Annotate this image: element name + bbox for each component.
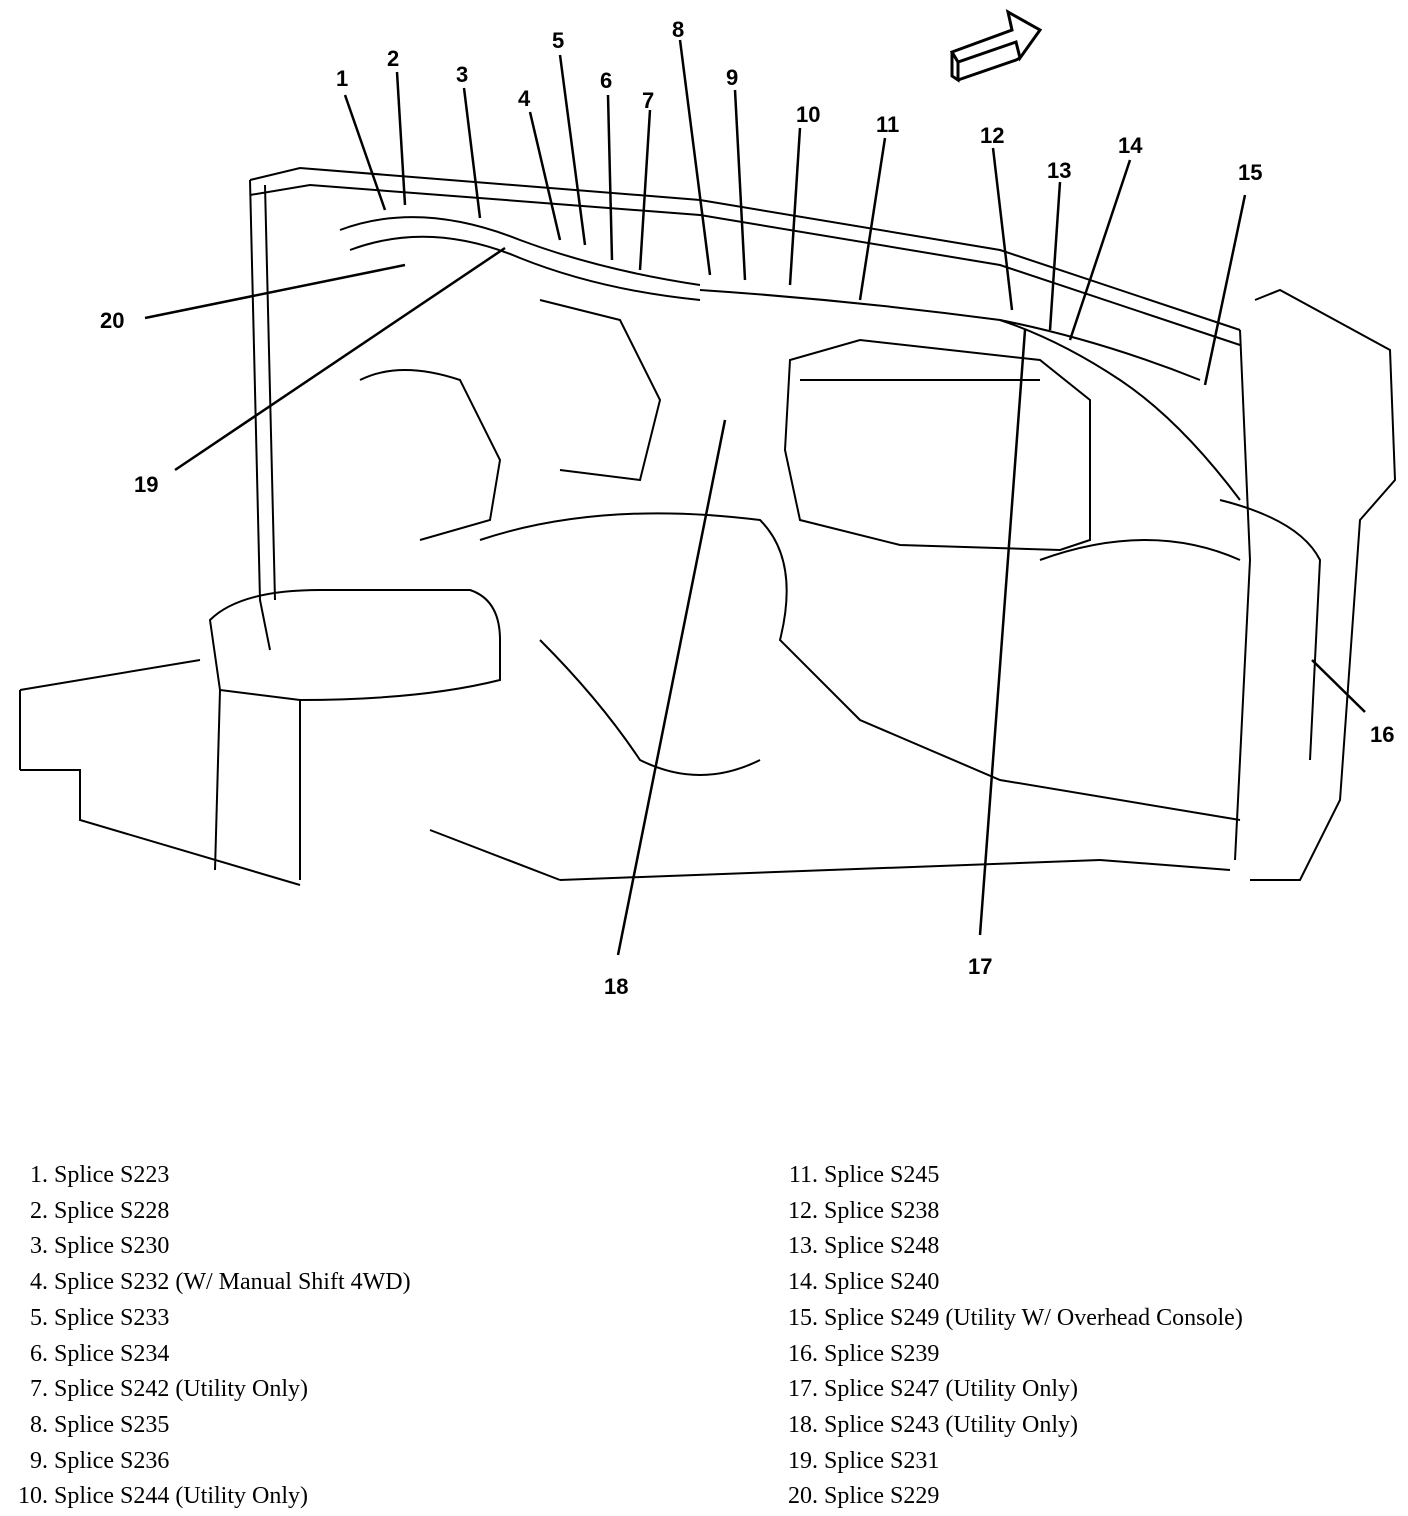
vehicle-drawing bbox=[19, 166, 1397, 886]
callout-9: 9 bbox=[726, 65, 738, 90]
legend-item: 17. Splice S247 (Utility Only) bbox=[788, 1376, 1078, 1403]
legend-item: 4. Splice S232 (W/ Manual Shift 4WD) bbox=[30, 1269, 411, 1296]
legend-right-column: 11. Splice S245 12. Splice S238 13. Spli… bbox=[770, 1158, 1400, 1515]
legend-item: 8. Splice S235 bbox=[30, 1411, 170, 1438]
callout-2: 2 bbox=[387, 46, 399, 71]
vehicle-interior-diagram: 1 2 3 4 5 6 7 8 9 10 11 12 13 14 15 16 1… bbox=[19, 9, 1397, 999]
legend-item: 19. Splice S231 bbox=[788, 1447, 940, 1474]
legend-item: 6. Splice S234 bbox=[30, 1340, 170, 1367]
callout-3: 3 bbox=[456, 62, 468, 87]
callout-17: 17 bbox=[968, 954, 992, 979]
callout-20: 20 bbox=[100, 308, 124, 333]
legend-item: 10. Splice S244 (Utility Only) bbox=[18, 1483, 308, 1510]
legend-item: 13. Splice S248 bbox=[788, 1233, 940, 1260]
callout-5: 5 bbox=[552, 28, 564, 53]
callout-4: 4 bbox=[518, 86, 531, 111]
legend-item: 12. Splice S238 bbox=[788, 1197, 940, 1224]
callout-7: 7 bbox=[642, 88, 654, 113]
callout-19: 19 bbox=[134, 472, 158, 497]
callout-16: 16 bbox=[1370, 722, 1394, 747]
legend-item: 2. Splice S228 bbox=[30, 1197, 170, 1224]
callout-6: 6 bbox=[600, 68, 612, 93]
legend-item: 1. Splice S223 bbox=[30, 1162, 170, 1188]
callout-12: 12 bbox=[980, 123, 1004, 148]
legend-item: 11. Splice S245 bbox=[788, 1162, 940, 1188]
direction-arrow-icon bbox=[949, 9, 1043, 83]
legend-left-column: 1. Splice S223 2. Splice S228 3. Splice … bbox=[0, 1158, 700, 1515]
callout-13: 13 bbox=[1047, 158, 1071, 183]
callout-15: 15 bbox=[1238, 160, 1262, 185]
legend-item: 5. Splice S233 bbox=[30, 1304, 170, 1331]
legend-item: 15. Splice S249 (Utility W/ Overhead Con… bbox=[788, 1304, 1243, 1331]
callout-labels: 1 2 3 4 5 6 7 8 9 10 11 12 13 14 15 16 1… bbox=[100, 17, 1394, 999]
legend-item: 16. Splice S239 bbox=[788, 1340, 940, 1367]
callout-11: 11 bbox=[876, 112, 899, 137]
callout-10: 10 bbox=[796, 102, 820, 127]
legend-item: 3. Splice S230 bbox=[30, 1233, 170, 1260]
legend-item: 14. Splice S240 bbox=[788, 1269, 940, 1296]
legend-item: 20. Splice S229 bbox=[788, 1483, 940, 1510]
legend-item: 7. Splice S242 (Utility Only) bbox=[30, 1376, 308, 1403]
callout-14: 14 bbox=[1118, 133, 1143, 158]
leader-lines bbox=[144, 39, 1366, 956]
callout-1: 1 bbox=[336, 66, 348, 91]
legend-item: 18. Splice S243 (Utility Only) bbox=[788, 1411, 1078, 1438]
callout-8: 8 bbox=[672, 17, 684, 42]
legend-item: 9. Splice S236 bbox=[30, 1447, 170, 1474]
callout-18: 18 bbox=[604, 974, 628, 999]
